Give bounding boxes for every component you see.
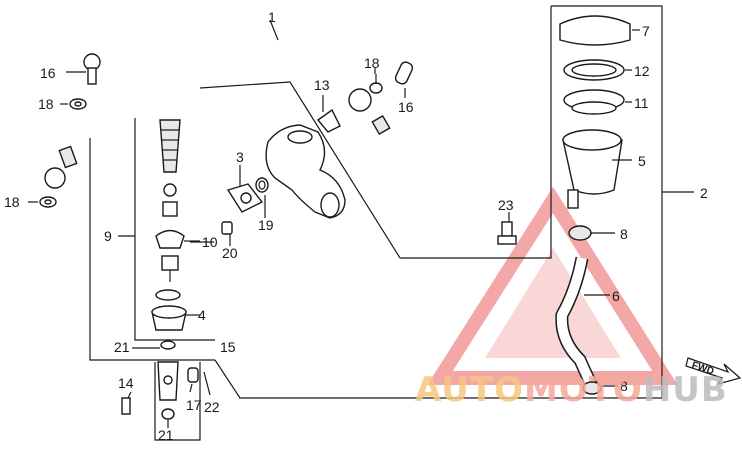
reservoir-plate	[563, 59, 632, 81]
label-15: 15	[220, 339, 236, 355]
label-17: 17	[186, 397, 202, 413]
label-6: 6	[612, 288, 620, 304]
label-21-upper: 21	[114, 339, 130, 355]
bolt-23	[497, 221, 517, 245]
watermark-moto: MOTO	[524, 370, 643, 410]
reservoir-hose	[555, 256, 610, 389]
label-5: 5	[638, 153, 646, 169]
reservoir-tank	[562, 129, 632, 209]
label-1: 1	[268, 9, 276, 25]
banjo-bolt-left	[66, 53, 101, 85]
label-19: 19	[258, 217, 274, 233]
reservoir-cap	[559, 15, 640, 46]
joint-plate	[226, 165, 264, 213]
label-9: 9	[104, 228, 112, 244]
label-10: 10	[202, 234, 218, 250]
banjo-fitting-left	[44, 145, 78, 189]
washer-left-bottom	[28, 196, 57, 208]
hose-clip-top	[568, 225, 615, 241]
group-brackets	[89, 5, 694, 441]
hose-clamp	[316, 95, 341, 133]
svg-text:AUTOMOTOHUB: AUTOMOTOHUB	[415, 370, 728, 410]
watermark-hub: HUB	[643, 370, 728, 410]
reservoir-diaphragm	[563, 89, 632, 115]
label-16-right: 16	[398, 99, 414, 115]
label-8-top: 8	[620, 226, 628, 242]
hose-clip-bottom	[582, 381, 618, 395]
brake-hose	[68, 19, 444, 259]
label-20: 20	[222, 245, 238, 261]
label-18-right: 18	[364, 55, 380, 71]
washer-left-top	[60, 98, 87, 110]
watermark-triangle	[427, 186, 678, 385]
label-23: 23	[498, 197, 514, 213]
label-2: 2	[700, 185, 708, 201]
label-8-bottom: 8	[620, 378, 628, 394]
label-4: 4	[198, 307, 206, 323]
leader-lines	[127, 68, 510, 428]
label-3: 3	[236, 149, 244, 165]
piston-assembly	[151, 119, 200, 350]
push-rod-joint	[121, 361, 211, 420]
label-11: 11	[634, 95, 649, 111]
label-22: 22	[204, 399, 220, 415]
label-16-left: 16	[40, 65, 56, 81]
screw-20	[221, 221, 233, 240]
watermark-logo: AUTOMOTOHUB	[415, 370, 728, 410]
label-21-lower: 21	[158, 427, 174, 443]
label-12: 12	[634, 63, 650, 79]
watermark-auto: AUTO	[415, 370, 524, 410]
master-cylinder-body	[255, 124, 346, 219]
part-number-labels: 1 2 3 4 5 6 7 8 8 9 10 11 12 13 14 15 16…	[4, 9, 708, 443]
label-13: 13	[314, 77, 330, 93]
label-18-lower-left: 18	[4, 194, 20, 210]
label-18-upper-left: 18	[38, 96, 54, 112]
label-14: 14	[118, 375, 134, 391]
banjo-bolt-right	[348, 61, 414, 136]
label-7: 7	[642, 23, 650, 39]
